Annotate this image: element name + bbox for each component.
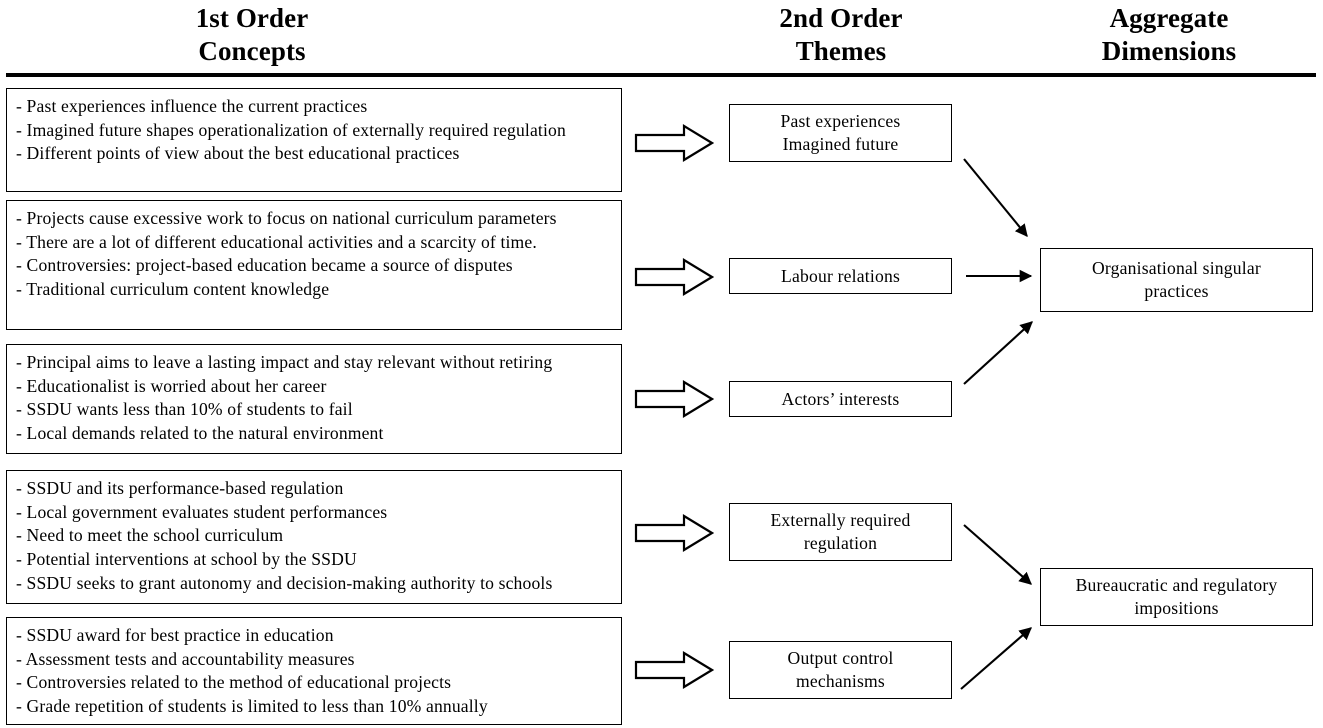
block-arrow-icon-1 bbox=[634, 123, 714, 163]
column-header-first-order-line1: 1st Order bbox=[195, 3, 309, 33]
concept-item: - SSDU and its performance-based regulat… bbox=[16, 478, 344, 498]
theme-label-line1: Actors’ interests bbox=[781, 388, 900, 409]
column-header-second-order-line2: Themes bbox=[795, 35, 887, 66]
theme-label-line1: Labour relations bbox=[781, 265, 900, 286]
theme-box-output-control-mechanisms: Output control mechanisms bbox=[729, 641, 952, 699]
theme-label-line2: regulation bbox=[803, 533, 878, 553]
concept-item: - Different points of view about the bes… bbox=[16, 143, 460, 164]
block-arrow-icon-4 bbox=[634, 513, 714, 553]
dimension-label-line1: Organisational singular bbox=[1092, 258, 1261, 279]
concept-item: - SSDU seeks to grant autonomy and decis… bbox=[16, 572, 553, 593]
theme-label-line1: Past experiences bbox=[780, 111, 901, 132]
concept-box-3: - Principal aims to leave a lasting impa… bbox=[6, 344, 622, 454]
column-header-first-order: 1st Order Concepts bbox=[96, 2, 408, 68]
column-header-second-order: 2nd Order Themes bbox=[685, 2, 997, 68]
concept-item: - Need to meet the school curriculum bbox=[16, 525, 284, 546]
dimension-label-line2: practices bbox=[1144, 281, 1209, 301]
concept-item: - Controversies: project-based education… bbox=[16, 255, 513, 276]
theme-label-line1: Externally required bbox=[770, 510, 911, 531]
concept-item: - Local government evaluates student per… bbox=[16, 501, 388, 522]
theme-label-line2: Imagined future bbox=[782, 134, 899, 154]
concept-box-2: - Projects cause excessive work to focus… bbox=[6, 200, 622, 330]
concept-item: - Imagined future shapes operationalizat… bbox=[16, 119, 566, 140]
concept-box-1: - Past experiences influence the current… bbox=[6, 88, 622, 192]
concept-item: - Local demands related to the natural e… bbox=[16, 422, 384, 443]
concept-box-4: - SSDU and its performance-based regulat… bbox=[6, 470, 622, 604]
theme-box-actors-interests: Actors’ interests bbox=[729, 381, 952, 417]
block-arrow-icon-5 bbox=[634, 650, 714, 690]
concept-box-5: - SSDU award for best practice in educat… bbox=[6, 617, 622, 725]
theme-box-past-experiences: Past experiences Imagined future bbox=[729, 104, 952, 162]
dimension-label-line1: Bureaucratic and regulatory bbox=[1075, 575, 1278, 596]
concept-item: - Projects cause excessive work to focus… bbox=[16, 208, 557, 228]
column-header-second-order-line1: 2nd Order bbox=[779, 3, 903, 33]
arrow-output-control-mechanisms-to-bureaucratic-impositions bbox=[960, 627, 1032, 690]
block-arrow-icon-2 bbox=[634, 257, 714, 297]
column-header-aggregate: Aggregate Dimensions bbox=[1019, 2, 1319, 68]
dimension-box-organisational-singular-practices: Organisational singular practices bbox=[1040, 248, 1313, 312]
header-divider-rule bbox=[6, 73, 1316, 77]
column-header-aggregate-line2: Dimensions bbox=[1101, 35, 1237, 66]
theme-label-line2: mechanisms bbox=[796, 671, 885, 691]
arrow-past-experiences-to-organisational-practices bbox=[963, 158, 1028, 237]
theme-box-externally-required-regulation: Externally required regulation bbox=[729, 503, 952, 561]
arrow-actors-interests-to-organisational-practices bbox=[963, 321, 1033, 385]
concept-item: - Potential interventions at school by t… bbox=[16, 548, 357, 569]
concept-item: - Assessment tests and accountability me… bbox=[16, 648, 355, 669]
block-arrow-icon-3 bbox=[634, 379, 714, 419]
column-header-aggregate-line1: Aggregate bbox=[1109, 3, 1229, 33]
concept-item: - Controversies related to the method of… bbox=[16, 672, 452, 693]
theme-label-line1: Output control bbox=[787, 648, 894, 669]
dimension-label-line2: impositions bbox=[1134, 598, 1219, 618]
concept-item: - Educationalist is worried about her ca… bbox=[16, 375, 327, 396]
concept-item: - There are a lot of different education… bbox=[16, 231, 537, 252]
concept-item: - Principal aims to leave a lasting impa… bbox=[16, 352, 553, 372]
concept-item: - SSDU wants less than 10% of students t… bbox=[16, 399, 353, 420]
dimension-box-bureaucratic-and-regulatory-impositions: Bureaucratic and regulatory impositions bbox=[1040, 568, 1313, 626]
concept-item: - SSDU award for best practice in educat… bbox=[16, 625, 334, 645]
concept-item: - Past experiences influence the current… bbox=[16, 96, 368, 116]
theme-box-labour-relations: Labour relations bbox=[729, 258, 952, 294]
concept-item: - Traditional curriculum content knowled… bbox=[16, 278, 330, 299]
concept-item: - Grade repetition of students is limite… bbox=[16, 695, 488, 716]
arrow-externally-required-regulation-to-bureaucratic-impositions bbox=[963, 524, 1032, 585]
column-header-first-order-line2: Concepts bbox=[198, 35, 306, 66]
